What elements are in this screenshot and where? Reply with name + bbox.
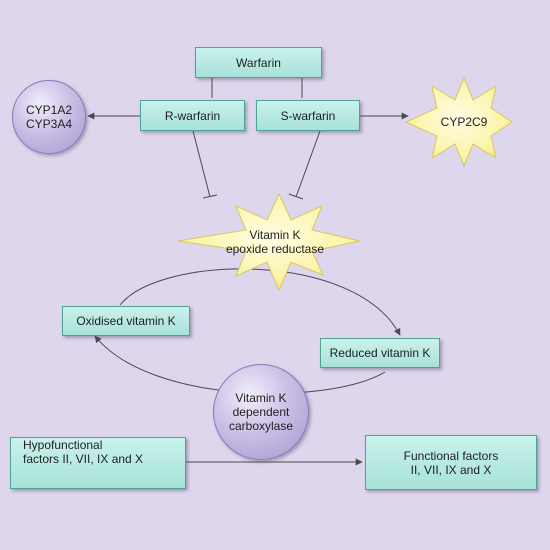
- oxidised-vitamin-k-label: Oxidised vitamin K: [76, 314, 176, 328]
- carboxylase-line3: carboxylase: [228, 419, 294, 433]
- cyp1a2-label: CYP1A2: [25, 103, 73, 117]
- carboxylase-line1: Vitamin K: [235, 391, 287, 405]
- hypofunctional-factors-box: Hypofunctional factors II, VII, IX and X: [10, 437, 186, 489]
- s-warfarin-box: S-warfarin: [256, 100, 360, 131]
- reduced-vitamin-k-label: Reduced vitamin K: [329, 346, 431, 360]
- hypofunctional-line1: Hypofunctional: [23, 438, 103, 452]
- warfarin-box: Warfarin: [195, 47, 322, 78]
- carboxylase-circle: Vitamin K dependent carboxylase: [213, 364, 309, 460]
- cyp2c9-label: CYP2C9: [440, 115, 488, 129]
- cyp3a4-label: CYP3A4: [25, 117, 73, 131]
- warfarin-split-connector: [211, 78, 303, 98]
- s-warfarin-inhibition-line: [288, 130, 321, 200]
- vkor-label-line1: Vitamin K: [249, 228, 301, 242]
- reduced-vitamin-k-box: Reduced vitamin K: [320, 338, 440, 368]
- functional-line1: Functional factors: [403, 448, 499, 463]
- vkor-label: Vitamin K epoxide reductase: [214, 228, 336, 256]
- s-warfarin-label: S-warfarin: [280, 108, 336, 123]
- r-warfarin-box: R-warfarin: [140, 100, 245, 131]
- oxidised-vitamin-k-box: Oxidised vitamin K: [62, 306, 190, 336]
- cycle-arc-to-reduced: [119, 268, 401, 336]
- cyp1a2-cyp3a4-circle: CYP1A2 CYP3A4: [12, 80, 86, 154]
- carboxylase-line2: dependent: [232, 405, 290, 419]
- r-warfarin-inhibition-line: [192, 130, 218, 199]
- hypofunctional-line2: factors II, VII, IX and X: [23, 452, 144, 466]
- vkor-starburst: [177, 192, 361, 292]
- cyp2c9-starburst: [404, 76, 513, 168]
- functional-line2: II, VII, IX and X: [410, 462, 492, 477]
- r-warfarin-label: R-warfarin: [164, 108, 221, 123]
- functional-factors-box: Functional factors II, VII, IX and X: [365, 435, 537, 490]
- vkor-label-line2: epoxide reductase: [225, 242, 325, 256]
- warfarin-label: Warfarin: [236, 55, 281, 70]
